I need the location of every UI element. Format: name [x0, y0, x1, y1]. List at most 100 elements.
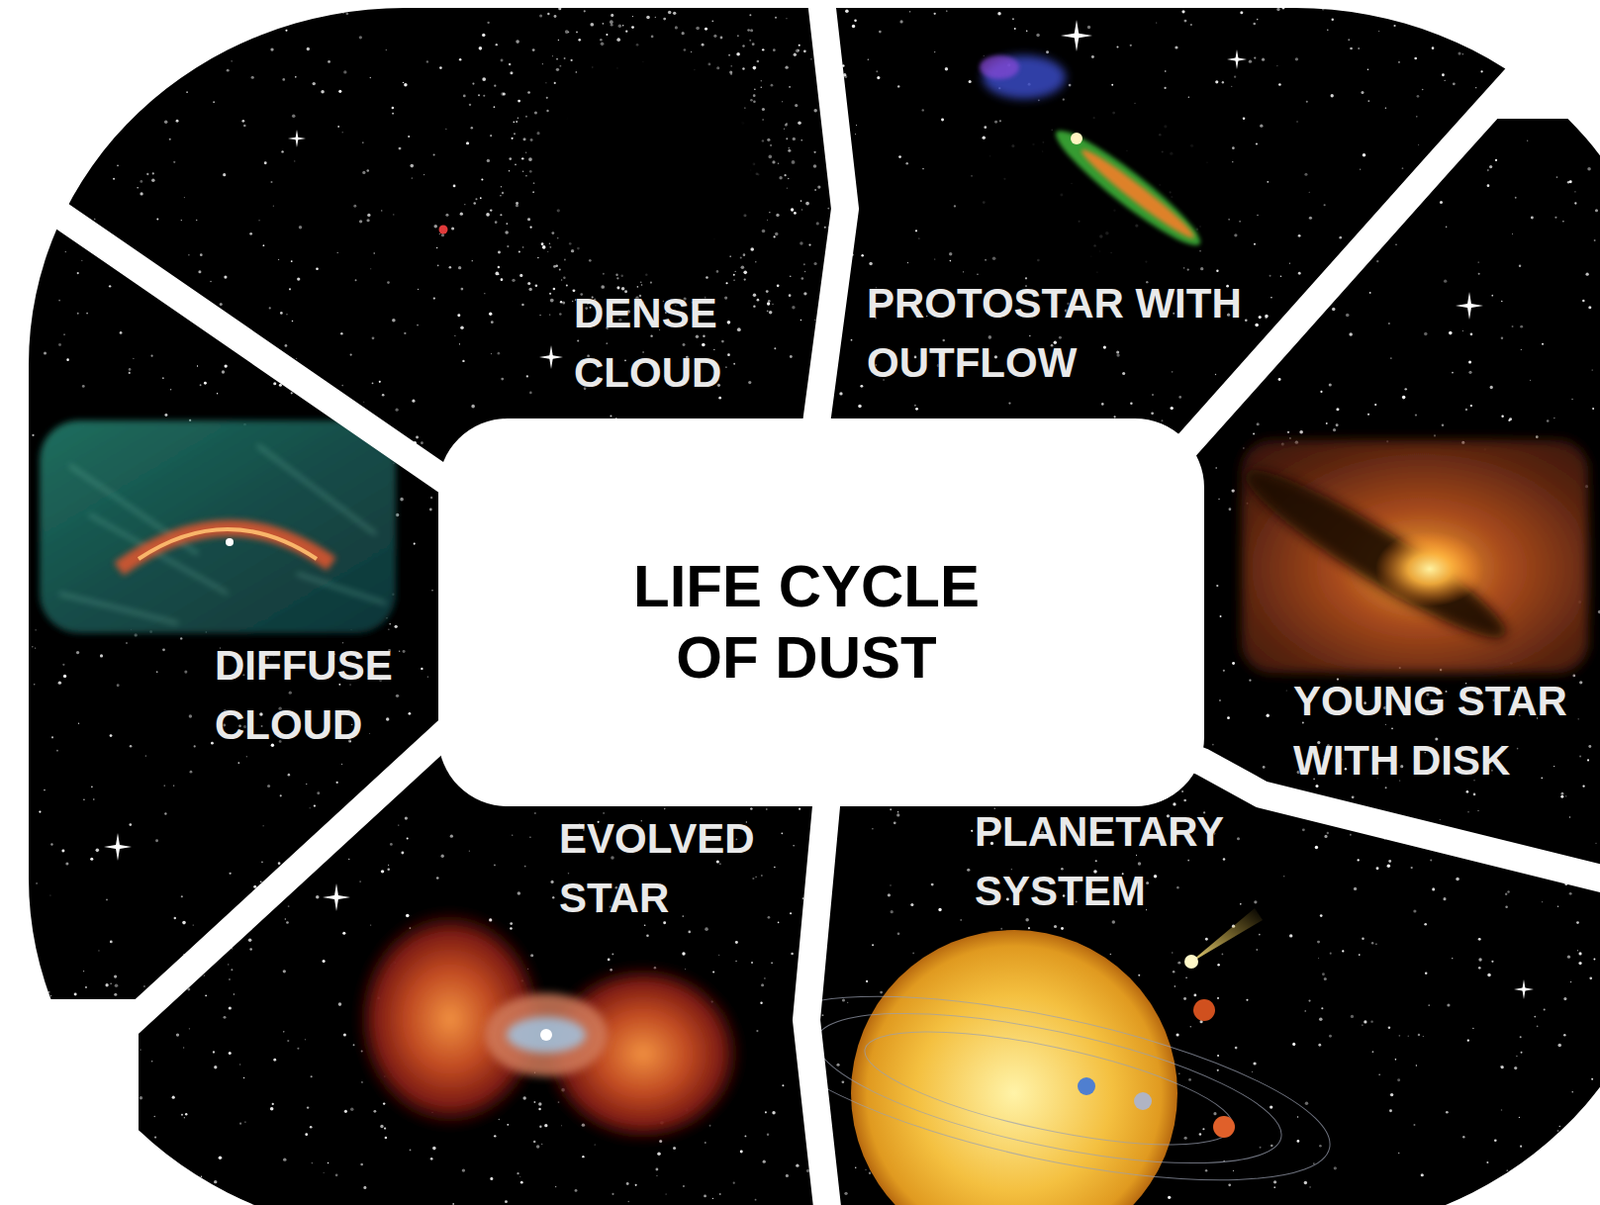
- star-dot: [1579, 754, 1582, 757]
- star-dot: [437, 264, 440, 267]
- star-dot: [1562, 220, 1565, 223]
- star-dot: [1529, 112, 1533, 116]
- star-dot: [744, 278, 747, 281]
- star-dot: [822, 741, 825, 744]
- star-dot: [983, 125, 987, 129]
- star-dot: [915, 229, 918, 232]
- star-dot: [1505, 96, 1507, 99]
- star-dot: [1195, 555, 1199, 559]
- star-dot: [589, 22, 594, 27]
- star-dot: [1176, 149, 1179, 152]
- star-dot: [761, 48, 764, 51]
- star-dot: [1572, 1091, 1574, 1093]
- star-dot: [139, 180, 143, 184]
- star-dot: [534, 453, 536, 455]
- star-dot: [1574, 201, 1577, 204]
- star-dot: [1561, 792, 1565, 796]
- star-dot: [1431, 887, 1435, 891]
- star-dot: [1520, 349, 1522, 351]
- star-dot: [1183, 799, 1187, 803]
- star-dot: [831, 158, 834, 161]
- star-dot: [411, 177, 413, 179]
- star-dot: [814, 188, 817, 191]
- star-dot: [1363, 1020, 1367, 1024]
- star-dot: [1353, 887, 1357, 891]
- star-dot: [808, 243, 811, 246]
- star-dot: [1591, 1078, 1594, 1081]
- star-dot: [1222, 953, 1224, 956]
- star-dot: [1216, 126, 1219, 129]
- star-dot: [1069, 439, 1073, 443]
- star-dot: [977, 733, 981, 737]
- star-dot: [477, 94, 480, 96]
- star-dot: [1155, 21, 1157, 23]
- star-dot: [1318, 1017, 1323, 1022]
- star-dot: [533, 488, 537, 492]
- star-dot: [1299, 430, 1304, 435]
- star-dot: [306, 47, 310, 51]
- star-dot: [1441, 423, 1445, 427]
- star-dot: [682, 343, 686, 347]
- star-dot: [1439, 200, 1443, 204]
- star-dot: [1325, 422, 1328, 425]
- star-dot: [736, 52, 741, 57]
- star-dot: [840, 197, 843, 200]
- star-dot: [1025, 918, 1029, 922]
- star-dot: [1402, 395, 1407, 400]
- star-dot: [1462, 53, 1464, 55]
- star-dot: [1035, 33, 1039, 37]
- star-dot: [791, 305, 795, 309]
- star-dot: [748, 483, 751, 486]
- star-dot: [558, 6, 562, 10]
- star-dot: [330, 4, 333, 7]
- star-dot: [1462, 1135, 1465, 1138]
- star-dot: [788, 147, 790, 149]
- star-dot: [1361, 1024, 1363, 1026]
- star-dot: [508, 170, 511, 173]
- star-dot: [1587, 97, 1591, 101]
- star-dot: [995, 760, 998, 763]
- star-dot: [1145, 909, 1147, 911]
- star-dot: [1202, 1128, 1205, 1130]
- star-dot: [846, 423, 848, 426]
- star-dot: [737, 327, 742, 332]
- star-dot: [1223, 335, 1226, 339]
- star-dot: [451, 226, 455, 230]
- star-dot: [1194, 767, 1196, 769]
- star-dot: [1536, 1025, 1539, 1028]
- star-dot: [560, 300, 563, 303]
- star-dot: [1298, 272, 1302, 276]
- star-dot: [1195, 642, 1199, 646]
- star-dot: [1328, 382, 1332, 386]
- star-dot: [1045, 746, 1048, 749]
- star-dot: [564, 57, 566, 60]
- star-dot: [786, 188, 788, 189]
- sparkle-star: [539, 345, 564, 370]
- star-dot: [515, 39, 520, 44]
- star-dot: [672, 11, 676, 15]
- star-dot: [416, 324, 419, 327]
- star-dot: [767, 299, 771, 303]
- red-star: [439, 225, 449, 235]
- star-dot: [1466, 724, 1468, 726]
- star-dot: [1227, 218, 1229, 220]
- star-dot: [1578, 718, 1580, 720]
- star-dot: [813, 93, 817, 96]
- star-dot: [342, 131, 344, 133]
- star-dot: [1508, 417, 1512, 421]
- star-dot: [1563, 1034, 1567, 1037]
- star-dot: [439, 66, 443, 70]
- star-dot: [1420, 0, 1424, 4]
- star-dot: [1591, 127, 1595, 131]
- star-dot: [798, 44, 801, 47]
- star-dot: [72, 28, 75, 31]
- star-dot: [263, 350, 266, 353]
- star-dot: [618, 23, 622, 27]
- star-dot: [1126, 792, 1129, 795]
- star-dot: [1116, 795, 1119, 798]
- star-dot: [156, 218, 159, 221]
- star-dot: [1358, 153, 1360, 155]
- star-dot: [461, 287, 465, 291]
- star-dot: [1367, 413, 1370, 416]
- star-dot: [868, 262, 872, 266]
